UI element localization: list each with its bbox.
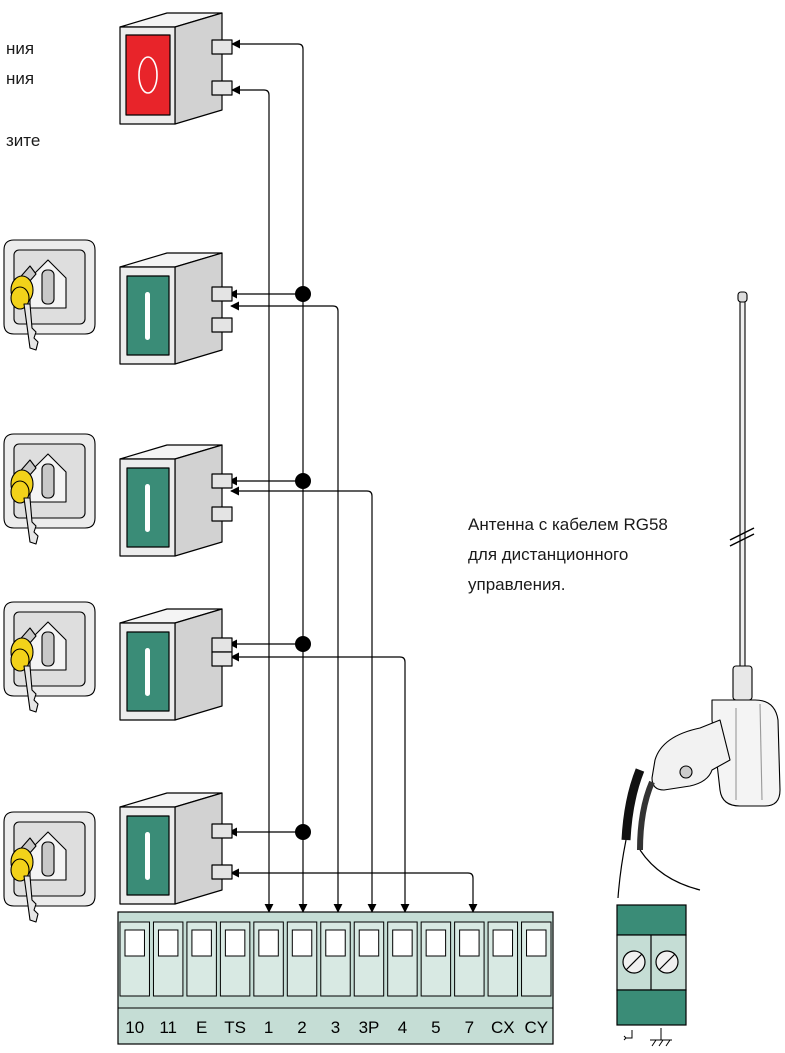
terminal-screw-slot bbox=[258, 929, 279, 957]
terminal-screw-slot bbox=[191, 929, 212, 957]
terminal-label: CY bbox=[524, 1018, 548, 1037]
terminal-label: 4 bbox=[398, 1018, 407, 1037]
terminal-screw-slot bbox=[459, 929, 480, 957]
terminal-label: 3 bbox=[331, 1018, 340, 1037]
terminal-screw-slot bbox=[392, 929, 413, 957]
terminal-screw-slot bbox=[291, 929, 313, 957]
note-line-1: ния bbox=[6, 39, 35, 58]
red-stop-push-button-icon bbox=[119, 12, 233, 125]
antenna-caption-line-3: управления. bbox=[468, 575, 566, 594]
key-selector-switch-icon bbox=[3, 433, 96, 545]
terminal-screw-slot bbox=[157, 929, 179, 957]
wire-button-4-to-terminal-7 bbox=[230, 868, 478, 913]
wire-button-1-to-terminal-3 bbox=[230, 301, 343, 913]
terminal-screw-slot bbox=[124, 929, 145, 957]
terminal-label: TS bbox=[224, 1018, 246, 1037]
terminal-label: 2 bbox=[297, 1018, 306, 1037]
terminal-screw-slot bbox=[492, 929, 514, 957]
key-selector-switch-icon bbox=[3, 239, 96, 351]
junction-dot bbox=[295, 636, 311, 652]
antenna-caption-line-2: для дистанционного bbox=[468, 545, 629, 564]
terminal-label: 5 bbox=[431, 1018, 440, 1037]
wire-button-2-to-terminal-3p bbox=[230, 486, 377, 913]
wire-button-3-to-terminal-4 bbox=[230, 652, 410, 913]
green-push-button-icon bbox=[119, 608, 233, 721]
terminal-screw-slot bbox=[358, 929, 380, 957]
ground-symbol bbox=[650, 1028, 672, 1047]
green-push-button-icon bbox=[119, 792, 233, 905]
signal-terminal-symbol bbox=[623, 1030, 633, 1041]
terminal-label: 3P bbox=[359, 1018, 380, 1037]
terminal-label: CX bbox=[491, 1018, 515, 1037]
wire-stop-to-terminal-1 bbox=[231, 85, 274, 913]
terminal-screw-slot bbox=[526, 929, 547, 957]
note-line-2: ния bbox=[6, 69, 35, 88]
antenna-terminal-block bbox=[616, 904, 687, 1026]
terminal-label: 10 bbox=[125, 1018, 144, 1037]
terminal-screw-slot bbox=[224, 929, 246, 957]
key-selector-switch-icon bbox=[3, 811, 96, 923]
terminal-block: 10 11 E TS 1 2 3 3P 4 5 7 CX CY bbox=[117, 911, 554, 1045]
junction-dot bbox=[295, 473, 311, 489]
wires bbox=[228, 39, 478, 913]
green-push-button-icon bbox=[119, 444, 233, 557]
terminal-label: 11 bbox=[159, 1018, 177, 1037]
antenna-icon bbox=[617, 291, 781, 899]
key-selector-switch-icon bbox=[3, 601, 96, 713]
terminal-label: 1 bbox=[264, 1018, 273, 1037]
terminal-label: E bbox=[196, 1018, 207, 1037]
junction-dot bbox=[295, 824, 311, 840]
antenna-caption-line-1: Антенна с кабелем RG58 bbox=[468, 515, 668, 534]
terminal-label: 7 bbox=[465, 1018, 474, 1037]
junction-dot bbox=[295, 286, 311, 302]
green-push-button-icon bbox=[119, 252, 233, 365]
terminal-screw-slot bbox=[325, 929, 346, 957]
terminal-screw-slot bbox=[425, 929, 447, 957]
wire-stop-to-terminal-2 bbox=[231, 39, 308, 913]
junction-dots bbox=[295, 286, 311, 840]
note-line-3: зите bbox=[6, 131, 41, 150]
